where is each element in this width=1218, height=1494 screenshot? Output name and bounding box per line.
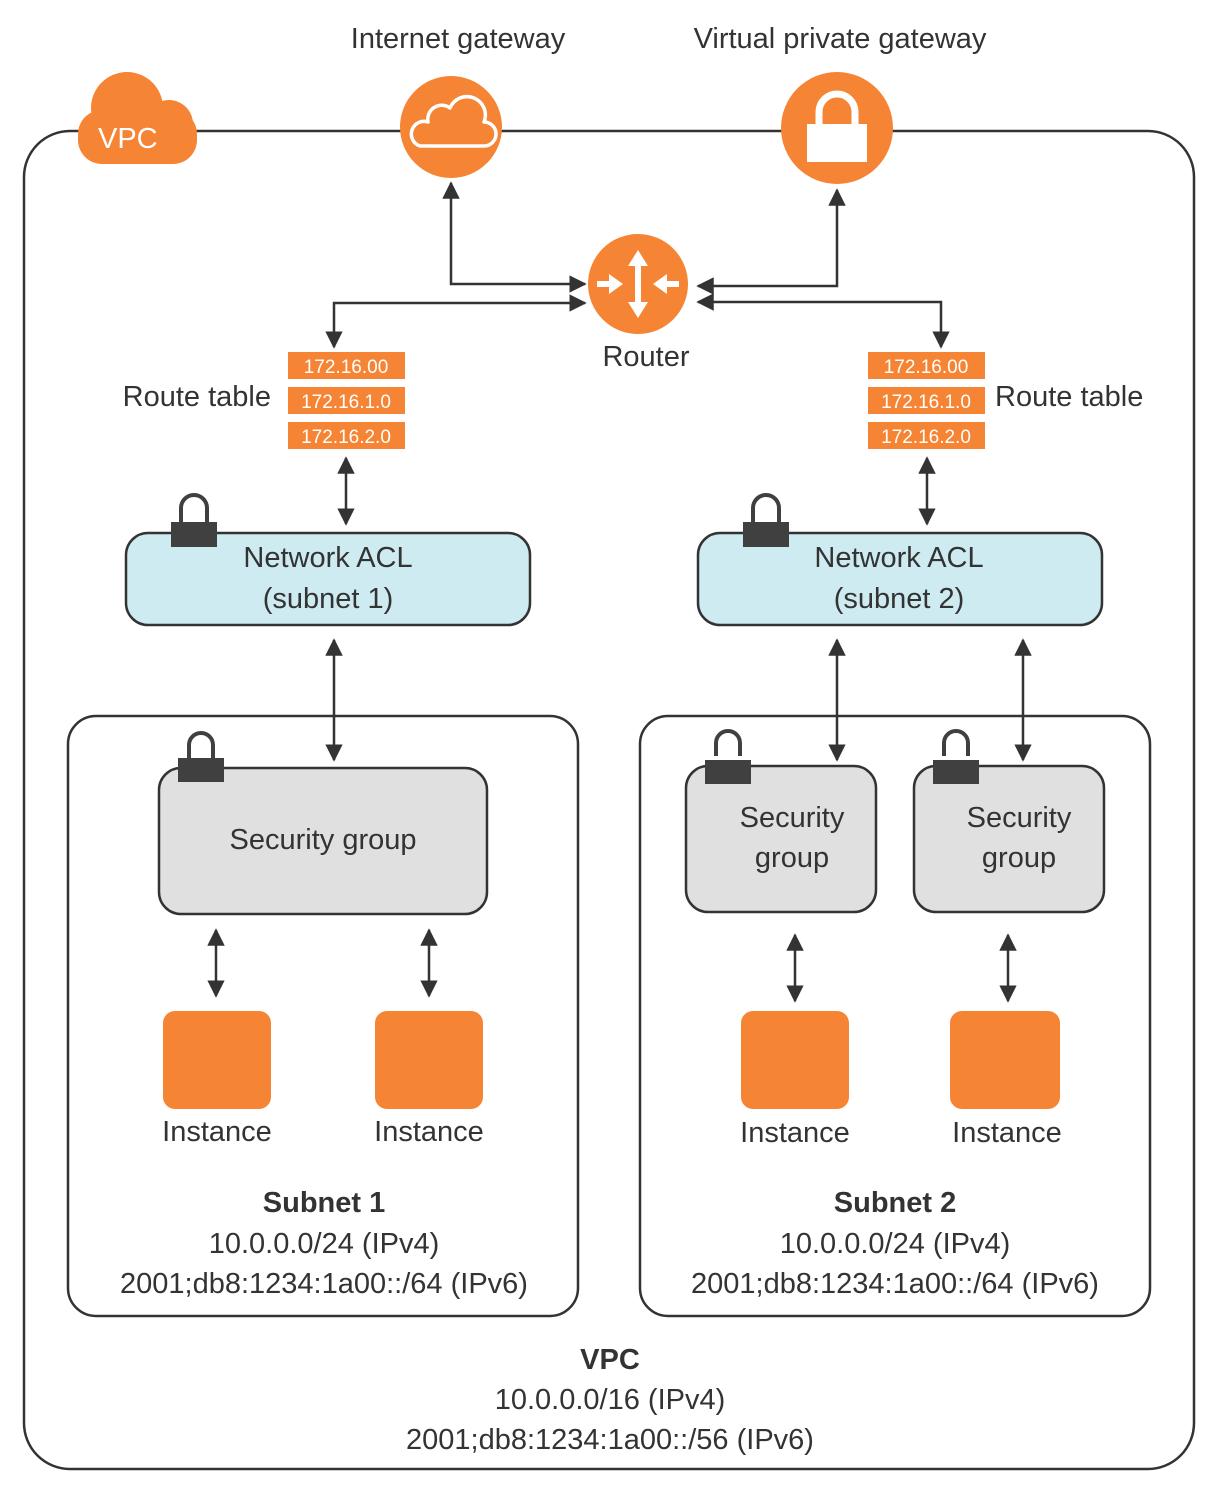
instance-icon bbox=[163, 1011, 271, 1109]
route-entry-text: 172.16.1.0 bbox=[301, 392, 391, 413]
subnet1-ipv6: 2001;db8:1234:1a00::/64 (IPv6) bbox=[120, 1268, 528, 1300]
security-group-subnet2-b: Security group bbox=[912, 729, 1106, 914]
route-entry-text: 172.16.1.0 bbox=[881, 392, 971, 413]
sg2b-line1: Security bbox=[967, 802, 1072, 834]
instance-label: Instance bbox=[952, 1117, 1062, 1149]
route-entry bbox=[868, 352, 985, 379]
connector-router-right-route-table bbox=[696, 293, 950, 349]
route-entry bbox=[868, 387, 985, 414]
security-group-subnet2-a: Security group bbox=[684, 729, 878, 914]
router-icon bbox=[597, 250, 679, 318]
connector-vgw-router bbox=[696, 188, 846, 295]
subnet2-ipv4: 10.0.0.0/24 (IPv4) bbox=[780, 1228, 1011, 1260]
route-entry-text: 172.16.2.0 bbox=[301, 427, 391, 448]
route-table-right: 172.16.00 172.16.1.0 172.16.2.0 bbox=[868, 352, 985, 449]
instance-icon bbox=[741, 1011, 849, 1109]
subnet2-ipv6: 2001;db8:1234:1a00::/64 (IPv6) bbox=[691, 1268, 1099, 1300]
vpc-ipv4: 10.0.0.0/16 (IPv4) bbox=[495, 1384, 726, 1416]
route-entry-text: 172.16.2.0 bbox=[881, 427, 971, 448]
lock-icon bbox=[743, 493, 789, 547]
acl1-title: Network ACL bbox=[243, 542, 412, 574]
vpc-ipv6: 2001;db8:1234:1a00::/56 (IPv6) bbox=[406, 1424, 814, 1456]
internet-gateway-label: Internet gateway bbox=[351, 23, 566, 55]
vpc-badge-label: VPC bbox=[98, 123, 158, 155]
route-table-right-label: Route table bbox=[995, 381, 1143, 413]
connector-igw-router bbox=[442, 181, 587, 293]
route-entry bbox=[288, 387, 405, 414]
connector-router-left-route-table bbox=[325, 294, 587, 349]
route-entry bbox=[288, 422, 405, 449]
network-acl-subnet2: Network ACL (subnet 2) bbox=[696, 493, 1104, 627]
route-entry bbox=[868, 422, 985, 449]
subnet2-container bbox=[638, 714, 1152, 1318]
security-group-subnet1: Security group bbox=[157, 731, 489, 916]
lock-icon bbox=[178, 731, 224, 782]
route-table-left-label: Route table bbox=[123, 381, 271, 413]
router-label: Router bbox=[602, 341, 689, 373]
lock-icon bbox=[171, 493, 217, 547]
subnet1-ipv4: 10.0.0.0/24 (IPv4) bbox=[209, 1228, 440, 1260]
subnet2-name: Subnet 2 bbox=[834, 1187, 956, 1219]
instance-icon bbox=[375, 1011, 483, 1109]
route-entry-text: 172.16.00 bbox=[884, 357, 969, 378]
router bbox=[588, 234, 688, 334]
virtual-private-gateway bbox=[781, 72, 893, 184]
virtual-private-gateway-label: Virtual private gateway bbox=[694, 23, 987, 55]
instance-label: Instance bbox=[374, 1116, 484, 1148]
vpc-name: VPC bbox=[580, 1344, 640, 1376]
sg2a-line1: Security bbox=[740, 802, 845, 834]
route-entry bbox=[288, 352, 405, 379]
subnet1-container bbox=[66, 714, 580, 1318]
acl1-subtitle: (subnet 1) bbox=[263, 583, 394, 615]
sg2a-line2: group bbox=[755, 842, 829, 874]
cloud-icon bbox=[409, 94, 498, 148]
subnet1-name: Subnet 1 bbox=[263, 1187, 385, 1219]
acl2-subtitle: (subnet 2) bbox=[834, 583, 965, 615]
acl2-title: Network ACL bbox=[814, 542, 983, 574]
vpc-container bbox=[22, 129, 1196, 1471]
instance-label: Instance bbox=[740, 1117, 850, 1149]
instance-icon bbox=[950, 1011, 1060, 1109]
sg2b-line2: group bbox=[982, 842, 1056, 874]
vpc-cloud-icon bbox=[78, 72, 197, 164]
route-table-left: 172.16.00 172.16.1.0 172.16.2.0 bbox=[288, 352, 405, 449]
lock-icon bbox=[705, 729, 751, 784]
internet-gateway bbox=[400, 76, 502, 178]
instance-label: Instance bbox=[162, 1116, 272, 1148]
route-entry-text: 172.16.00 bbox=[304, 357, 389, 378]
lock-icon bbox=[807, 90, 867, 162]
vpc-badge: VPC bbox=[78, 72, 197, 164]
lock-icon bbox=[933, 729, 979, 784]
network-acl-subnet1: Network ACL (subnet 1) bbox=[124, 493, 532, 627]
sg1-label: Security group bbox=[230, 824, 417, 856]
